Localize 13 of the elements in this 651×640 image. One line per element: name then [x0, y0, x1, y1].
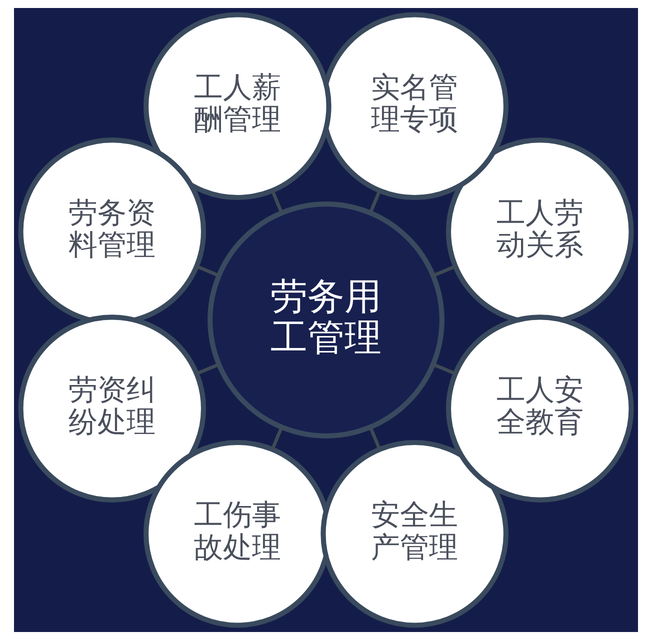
connector [196, 264, 219, 277]
connector [368, 426, 381, 450]
connector [432, 264, 456, 277]
node-circle: 工人薪酬管理 [143, 12, 331, 200]
node-circle: 劳务用工管理 [207, 202, 444, 438]
connector [196, 362, 219, 376]
connector [368, 190, 381, 214]
connector [432, 362, 456, 376]
node-circle: 工人安全教育 [445, 314, 634, 502]
node-circle: 安全生产管理 [320, 440, 508, 628]
connector [270, 190, 283, 214]
node-circle: 劳资纠纷处理 [18, 314, 206, 502]
connector [270, 426, 283, 450]
